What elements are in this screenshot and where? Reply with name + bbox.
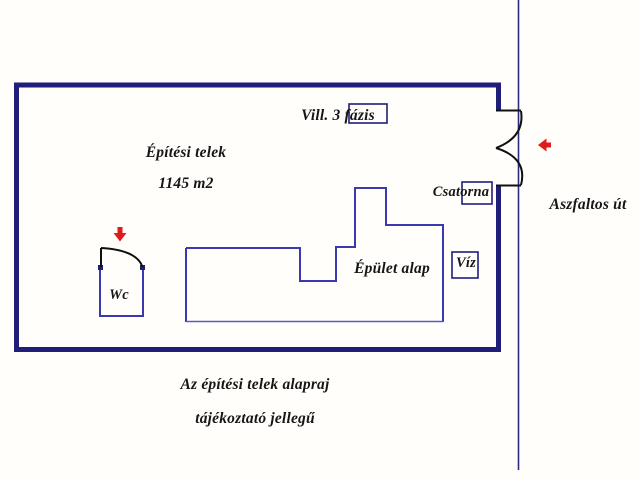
plot-area-label: 1145 m2 bbox=[158, 175, 214, 192]
wc-door-hinge-right bbox=[140, 265, 145, 270]
road-label: Aszfaltos út bbox=[549, 196, 627, 213]
water-label: Víz bbox=[456, 255, 476, 271]
plot-name-label: Építési telek bbox=[145, 144, 227, 161]
red-down-arrow-icon bbox=[113, 227, 127, 242]
electricity-label: Vill. 3 fázis bbox=[301, 107, 375, 124]
gate-leaf-arc-upper bbox=[495, 110, 523, 149]
caption-line-2: tájékoztató jellegű bbox=[195, 410, 315, 427]
gate-leaf-arc-lower bbox=[495, 147, 524, 186]
wc-door-swing-arc bbox=[100, 247, 144, 268]
building-label: Épület alap bbox=[354, 260, 430, 277]
wc-walls bbox=[99, 267, 144, 317]
caption-line-1: Az építési telek alapraj bbox=[180, 376, 330, 393]
sewer-connection-box bbox=[461, 181, 493, 205]
wc-door-hinge-left bbox=[98, 265, 103, 270]
sewer-label: Csatorna bbox=[432, 184, 490, 200]
building-footprint-outline bbox=[186, 187, 444, 322]
electricity-connection-box bbox=[348, 103, 388, 124]
wc-label: Wc bbox=[109, 287, 129, 303]
red-left-arrow-icon bbox=[538, 138, 551, 152]
water-connection-box bbox=[451, 251, 479, 279]
